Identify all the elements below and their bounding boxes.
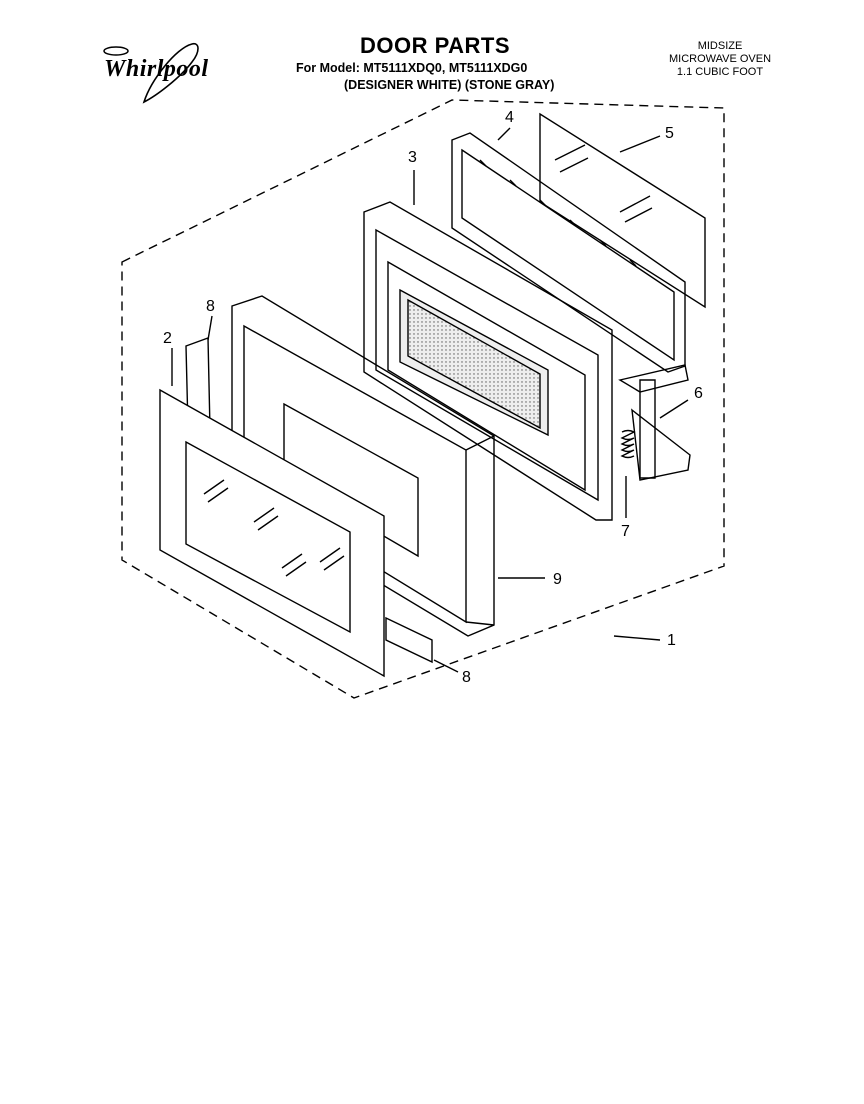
part-4-frame [451, 132, 691, 481]
part-2-glass-cover [159, 388, 385, 678]
model-info: For Model: MT5111XDQ0, MT5111XDG0 (DESIG… [296, 60, 586, 94]
leader-8-lower [433, 659, 459, 673]
model-line: For Model: MT5111XDQ0, MT5111XDG0 [296, 61, 528, 75]
logo-wordmark: Whirlpool [104, 56, 209, 82]
product-description: MIDSIZE MICROWAVE OVEN 1.1 CUBIC FOOT [650, 40, 790, 79]
part-3-inner-panel [363, 201, 613, 521]
callout-5: 5 [665, 125, 674, 142]
callout-1: 1 [667, 632, 676, 649]
part-6-latch [639, 379, 656, 479]
leader-6 [659, 399, 689, 419]
product-line-2: MICROWAVE OVEN [668, 53, 772, 65]
leader-5 [619, 135, 661, 153]
callout-7: 7 [621, 523, 630, 540]
part-7-spring [620, 429, 636, 459]
leader-8-upper [207, 315, 213, 341]
callout-8-lower: 8 [462, 669, 471, 686]
leader-1 [613, 635, 661, 641]
whirlpool-logo: Whirlpool [96, 40, 226, 110]
callout-8-upper: 8 [206, 298, 215, 315]
part-5-glass [539, 112, 706, 309]
product-line-3: 1.1 CUBIC FOOT [676, 66, 764, 78]
assembly-boundary [121, 99, 725, 699]
callout-3: 3 [408, 149, 417, 166]
product-line-1: MIDSIZE [697, 40, 743, 52]
color-line: (DESIGNER WHITE) (STONE GRAY) [344, 78, 555, 92]
callout-6: 6 [694, 385, 703, 402]
callout-4: 4 [505, 109, 514, 126]
leader-4 [497, 127, 511, 141]
callout-9: 9 [553, 571, 562, 588]
page-title: DOOR PARTS [359, 33, 511, 58]
logo-swoosh-icon [103, 42, 199, 104]
callout-2: 2 [163, 330, 172, 347]
part-8-strip-lower [385, 616, 433, 664]
